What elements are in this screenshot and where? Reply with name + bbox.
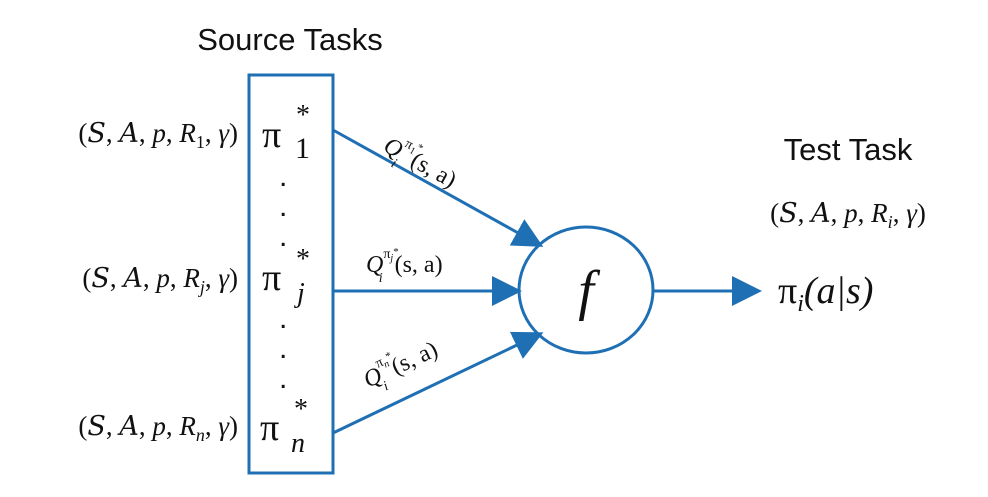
policy-1-star: * xyxy=(296,100,310,131)
source-task-1-tuple: (S, A, p, R1, γ) xyxy=(78,118,238,152)
ellipsis-upper: . . . xyxy=(279,160,287,253)
aggregator-circle xyxy=(517,225,655,355)
source-task-n-tuple: (S, A, p, Rn, γ) xyxy=(78,411,238,445)
policy-n: π * n xyxy=(260,394,308,459)
q-label-j: Qπj*i(s, a) xyxy=(366,246,443,286)
ellipsis-dot: . xyxy=(279,190,287,223)
edge-policy-1-to-f xyxy=(332,128,544,247)
output-policy: πi(a|s) xyxy=(778,270,873,317)
policy-1-sub: 1 xyxy=(295,132,310,165)
policy-j-sub: j xyxy=(294,278,305,309)
source-policies-box xyxy=(247,73,335,475)
ellipsis-dot: . xyxy=(279,160,287,193)
policy-j-pi: π xyxy=(262,257,281,299)
aggregator-label: f xyxy=(578,260,601,322)
policy-1: π * 1 xyxy=(262,100,310,165)
policy-n-sub: n xyxy=(291,428,305,459)
ellipsis-dot: . xyxy=(279,362,287,395)
policy-n-star: * xyxy=(294,394,308,425)
q-label-1: Qπ1*i(s, a) xyxy=(375,127,463,200)
policy-n-pi: π xyxy=(260,407,279,449)
edge-policy-n-to-f xyxy=(332,331,544,435)
ellipsis-lower: . . . xyxy=(279,302,287,395)
ellipsis-dot: . xyxy=(279,332,287,365)
ellipsis-dot: . xyxy=(279,302,287,335)
policy-1-pi: π xyxy=(262,114,281,156)
q-label-n: Qπn*i(s, a) xyxy=(357,331,445,401)
policy-j: π * j xyxy=(262,244,310,309)
source-task-j-tuple: (S, A, p, Rj, γ) xyxy=(82,263,238,297)
policy-j-star: * xyxy=(296,244,310,275)
ellipsis-dot: . xyxy=(279,220,287,253)
test-task-heading: Test Task xyxy=(784,132,913,167)
source-tasks-heading: Source Tasks xyxy=(197,22,383,57)
test-task-tuple: (S, A, p, Ri, γ) xyxy=(770,198,926,232)
